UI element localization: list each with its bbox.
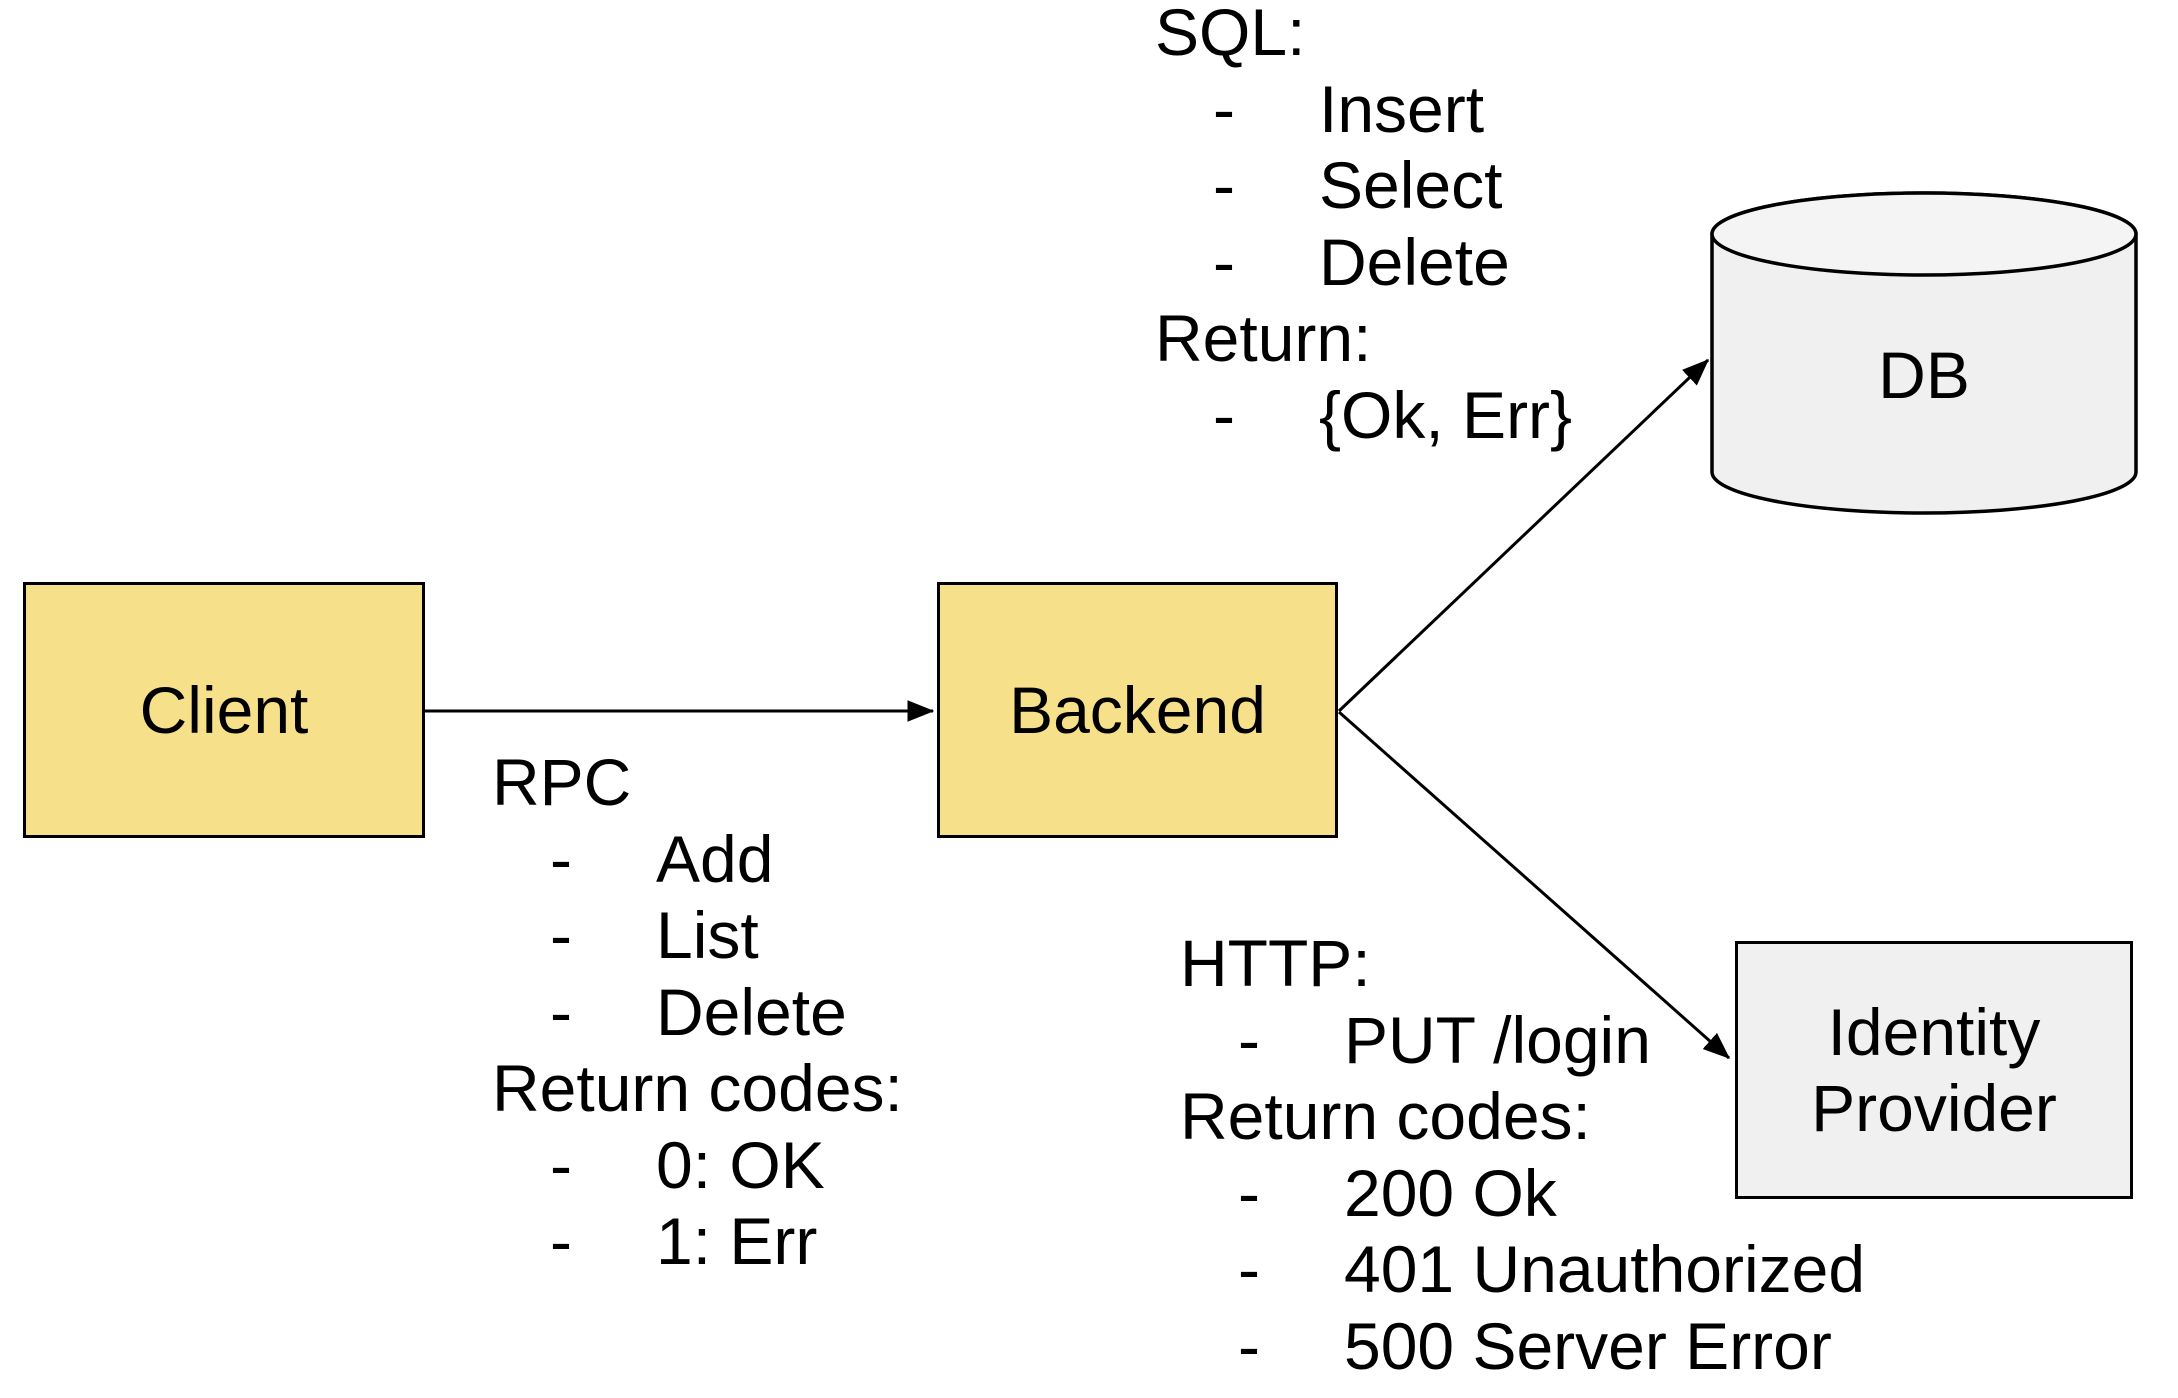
arrow-backend-to-identity-provider bbox=[1338, 710, 1731, 1060]
note-heading: SQL: bbox=[1155, 0, 1306, 69]
note-line: - Add bbox=[492, 821, 903, 898]
note-heading: Return codes: bbox=[1180, 1079, 1591, 1153]
arrow-backend-to-db bbox=[1337, 358, 1710, 713]
bullet-dash: - bbox=[1213, 377, 1235, 452]
note-heading: Return codes: bbox=[492, 1051, 903, 1125]
identity-provider-node: Identity Provider bbox=[1735, 941, 2133, 1199]
note-line: Return codes: bbox=[492, 1050, 903, 1127]
note-line: - Delete bbox=[1155, 224, 1572, 301]
note-item-text: 1: Err bbox=[656, 1204, 818, 1278]
rpc-note: RPC - Add - List - Delete Return codes: - 0:… bbox=[492, 744, 903, 1280]
note-item-text: {Ok, Err} bbox=[1319, 377, 1573, 452]
note-item-text: List bbox=[656, 898, 759, 972]
backend-node: Backend bbox=[937, 582, 1338, 838]
note-line: - List bbox=[492, 897, 903, 974]
backend-node-label: Backend bbox=[1009, 672, 1266, 747]
note-line: - Select bbox=[1155, 147, 1572, 224]
note-item-text: 200 Ok bbox=[1344, 1155, 1557, 1230]
note-line: - 0: OK bbox=[492, 1127, 903, 1204]
note-item-text: Delete bbox=[656, 974, 847, 1049]
note-line: Return: bbox=[1155, 300, 1572, 377]
note-line: - Delete bbox=[492, 974, 903, 1051]
note-heading: Return: bbox=[1155, 301, 1372, 375]
note-heading: HTTP: bbox=[1180, 926, 1371, 1000]
bullet-dash: - bbox=[550, 1204, 572, 1278]
bullet-dash: - bbox=[1238, 1002, 1260, 1077]
bullet-dash: - bbox=[550, 898, 572, 972]
bullet-dash: - bbox=[1213, 224, 1235, 299]
note-item-text: PUT /login bbox=[1344, 1002, 1651, 1077]
note-line: SQL: bbox=[1155, 0, 1572, 71]
note-item-text: Insert bbox=[1319, 71, 1485, 146]
bullet-dash: - bbox=[1238, 1308, 1260, 1383]
bullet-dash: - bbox=[550, 1127, 572, 1202]
bullet-dash: - bbox=[1238, 1232, 1260, 1306]
note-item-text: 500 Server Error bbox=[1344, 1308, 1832, 1383]
note-item-text: 0: OK bbox=[656, 1127, 825, 1202]
note-line: - 401 Unauthorized bbox=[1180, 1231, 1865, 1308]
db-cylinder bbox=[1710, 191, 2138, 515]
note-line: - PUT /login bbox=[1180, 1002, 1865, 1079]
db-cylinder-top bbox=[1710, 191, 2138, 277]
note-item-text: 401 Unauthorized bbox=[1344, 1232, 1866, 1306]
bullet-dash: - bbox=[1213, 71, 1235, 146]
sql-note: SQL: - Insert - Select - Delete Return: - {O… bbox=[1155, 0, 1572, 453]
note-line: - 500 Server Error bbox=[1180, 1308, 1865, 1385]
note-line: HTTP: bbox=[1180, 925, 1865, 1002]
note-line: - Insert bbox=[1155, 71, 1572, 148]
db-node-label: DB bbox=[1878, 338, 1970, 412]
note-line: - 200 Ok bbox=[1180, 1155, 1865, 1232]
client-node: Client bbox=[23, 582, 425, 838]
bullet-dash: - bbox=[1238, 1155, 1260, 1230]
note-item-text: Add bbox=[656, 821, 774, 896]
note-line: - {Ok, Err} bbox=[1155, 377, 1572, 454]
note-item-text: Delete bbox=[1319, 224, 1510, 299]
bullet-dash: - bbox=[550, 821, 572, 896]
client-node-label: Client bbox=[139, 672, 309, 747]
bullet-dash: - bbox=[550, 974, 572, 1049]
bullet-dash: - bbox=[1213, 148, 1235, 222]
db-node-label-wrap: DB bbox=[1712, 257, 2136, 493]
note-line: RPC bbox=[492, 744, 903, 821]
note-line: - 1: Err bbox=[492, 1203, 903, 1280]
identity-provider-node-label: Identity Provider bbox=[1811, 994, 2057, 1146]
note-item-text: Select bbox=[1319, 148, 1503, 222]
http-note: HTTP: -PUT /login Return codes: -200 Ok … bbox=[1180, 925, 1865, 1384]
note-heading: RPC bbox=[492, 745, 632, 819]
note-line: Return codes: bbox=[1180, 1078, 1865, 1155]
